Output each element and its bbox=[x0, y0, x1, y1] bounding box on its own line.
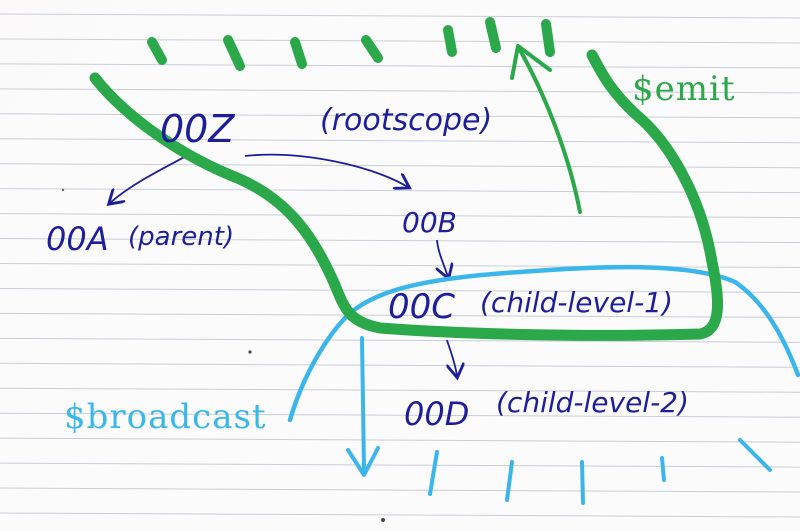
ruled-line bbox=[0, 88, 800, 94]
ruled-line bbox=[0, 163, 800, 169]
ruled-line bbox=[0, 362, 800, 368]
d-scope-note: (child-level-2) bbox=[496, 386, 689, 419]
ruled-line bbox=[0, 487, 800, 493]
ruled-line bbox=[0, 238, 800, 244]
emit-hatch-3 bbox=[290, 37, 307, 69]
root-scope-note: (rootscope) bbox=[320, 103, 492, 138]
ruled-line bbox=[0, 412, 800, 418]
c-scope-note: (child-level-1) bbox=[480, 286, 673, 319]
ruled-line bbox=[0, 437, 800, 443]
parent-scope-id: 00A bbox=[46, 220, 109, 258]
d-scope-id: 00D bbox=[404, 395, 469, 433]
emit-up-arrow bbox=[518, 48, 582, 214]
b-scope-id: 00B bbox=[402, 206, 457, 239]
emit-hatch-6 bbox=[485, 17, 501, 53]
ruled-line bbox=[0, 387, 800, 393]
broadcast-region bbox=[287, 264, 800, 505]
broadcast-hatch-5 bbox=[738, 438, 772, 472]
scope-arrows bbox=[110, 152, 457, 376]
ink-speck bbox=[248, 350, 252, 354]
parent-scope-note: (parent) bbox=[128, 222, 234, 252]
ink-speck bbox=[381, 518, 385, 522]
emit-outline bbox=[89, 49, 724, 341]
ruled-line bbox=[0, 63, 800, 69]
ruled-line bbox=[0, 213, 800, 219]
emit-hatch-1 bbox=[147, 37, 167, 65]
emit-hatch-2 bbox=[223, 35, 245, 71]
broadcast-down-arrow bbox=[360, 336, 366, 472]
emit-hatch-5 bbox=[443, 25, 457, 57]
broadcast-hatch-3 bbox=[580, 460, 585, 505]
ruled-line bbox=[0, 512, 800, 518]
ruled-line bbox=[0, 337, 800, 343]
root-scope-id: 00Z bbox=[160, 107, 235, 151]
arrow-b-to-c bbox=[437, 239, 448, 277]
emit-label: $emit bbox=[632, 69, 736, 109]
broadcast-outline bbox=[287, 264, 800, 423]
emit-region bbox=[89, 17, 724, 341]
ruled-lines bbox=[0, 13, 800, 518]
broadcast-down-arrowhead bbox=[346, 446, 380, 477]
broadcast-hatch-2 bbox=[505, 460, 514, 502]
ruled-line bbox=[0, 312, 800, 318]
ruled-line bbox=[0, 188, 800, 194]
scope-labels: 00Z (rootscope) 00A (parent) 00B 00C (ch… bbox=[46, 103, 689, 433]
ink-speck bbox=[61, 188, 65, 192]
emit-hatch-4 bbox=[361, 35, 383, 63]
arrow-root-to-b bbox=[244, 153, 408, 187]
arrow-root-to-parent bbox=[110, 152, 193, 203]
c-scope-id: 00C bbox=[388, 287, 455, 327]
broadcast-hatch-4 bbox=[660, 456, 666, 482]
ruled-line bbox=[0, 13, 800, 19]
broadcast-hatch-1 bbox=[428, 450, 439, 496]
ruled-line bbox=[0, 462, 800, 468]
emit-hatch-7 bbox=[541, 19, 555, 57]
broadcast-label: $broadcast bbox=[64, 397, 267, 437]
emit-up-arrowhead bbox=[510, 44, 552, 80]
ruled-line bbox=[0, 38, 800, 44]
arrow-c-to-d bbox=[446, 339, 457, 376]
